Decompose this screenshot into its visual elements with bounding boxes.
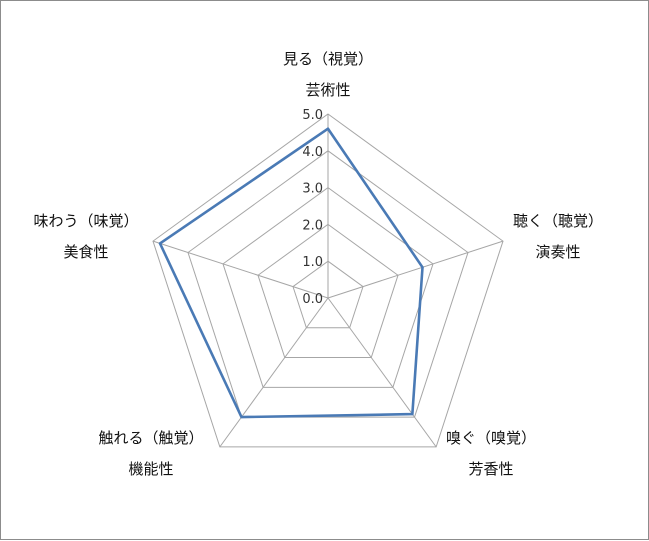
series-point-0-0 — [326, 127, 330, 130]
spoke-3 — [219, 297, 329, 448]
category-label-1: 聴く（聴覚） — [513, 212, 603, 230]
series-line-0 — [158, 127, 424, 419]
category-sublabel-3: 機能性 — [128, 460, 173, 478]
radar-tick-labels: 0.0 1.0 2.0 3.0 4.0 5.0 — [302, 108, 323, 307]
spoke-2 — [327, 297, 437, 448]
spoke-4 — [152, 240, 329, 299]
grid-ring-5 — [152, 113, 504, 448]
grid-ring-3 — [222, 186, 434, 388]
series-point-0-2 — [411, 412, 414, 416]
category-sublabel-4: 美食性 — [63, 243, 108, 261]
category-label-4: 味わう（味覚） — [33, 212, 138, 230]
series-point-0-1 — [421, 266, 424, 269]
category-sublabel-2: 芳香性 — [468, 460, 513, 478]
tick-label-5: 5.0 — [302, 108, 323, 123]
series-point-0-3 — [240, 415, 243, 419]
category-label-0: 見る（視覚） — [283, 50, 373, 68]
category-sublabel-0: 芸術性 — [305, 81, 350, 99]
tick-label-4: 4.0 — [302, 145, 323, 160]
category-sublabel-1: 演奏性 — [535, 243, 580, 261]
tick-label-2: 2.0 — [302, 218, 323, 233]
category-label-2: 嗅ぐ（嗅覚） — [446, 429, 536, 447]
grid-ring-2 — [257, 223, 399, 359]
category-label-3: 触れる（触覚） — [98, 429, 203, 447]
grid-ring-4 — [187, 150, 469, 418]
radar-grid — [152, 113, 504, 448]
grid-ring-1 — [292, 260, 364, 329]
tick-label-1: 1.0 — [302, 255, 323, 270]
tick-label-3: 3.0 — [302, 182, 323, 197]
radar-series — [158, 127, 424, 419]
tick-label-0: 0.0 — [302, 292, 323, 307]
series-point-0-4 — [158, 242, 162, 245]
radar-spokes — [152, 114, 504, 448]
spoke-1 — [327, 240, 504, 299]
